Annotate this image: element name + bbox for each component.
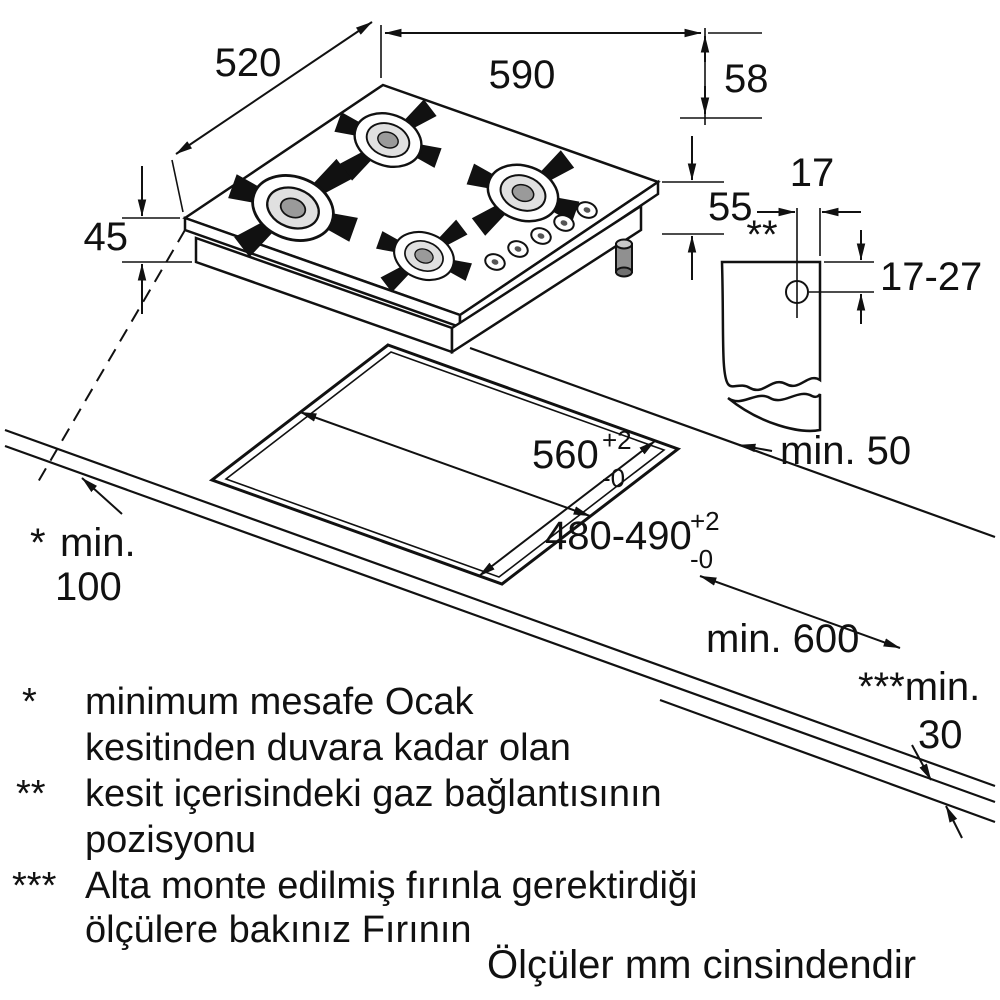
label-min-600: min. 600	[706, 617, 859, 661]
label-480-490-tol-plus: +2	[690, 506, 720, 536]
label-gas-marker: **	[746, 213, 777, 257]
units-caption: Ölçüler mm cinsindendir	[487, 943, 916, 987]
dim-480-490	[478, 440, 656, 577]
footnote-1-marker: *	[22, 681, 37, 723]
dimension-lines	[81, 21, 963, 839]
dim-55	[662, 136, 724, 280]
footnote-1-line-1: minimum mesafe Ocak	[85, 681, 475, 723]
label-wall-min: min.	[60, 521, 136, 565]
label-520: 520	[215, 41, 282, 85]
label-45: 45	[84, 215, 129, 259]
hob	[182, 73, 661, 355]
mounting-bracket-detail	[720, 208, 822, 433]
dimension-labels: 590 520 58 45 55 17 ** 17-27 min. 50 560…	[30, 41, 982, 757]
label-560-tol-minus: -0	[602, 463, 625, 493]
hob-body-front-right-face	[450, 203, 643, 355]
label-58: 58	[724, 57, 769, 101]
dim-min-30	[911, 744, 963, 839]
dim-min-100-arrow	[81, 477, 123, 515]
footnote-2-line-2: pozisyonu	[85, 819, 256, 861]
label-17: 17	[790, 151, 835, 195]
bracket-section-lower	[727, 392, 822, 433]
label-min-50: min. 50	[780, 429, 911, 473]
gas-inlet-pipe	[615, 238, 633, 278]
alignment-dashed-line	[37, 229, 186, 483]
dim-min-600	[699, 575, 901, 649]
label-17-27: 17-27	[880, 255, 982, 299]
label-wall-marker: *	[30, 521, 46, 565]
dim-min-50-arrow	[738, 443, 773, 453]
worktop-back-edge-line	[469, 346, 996, 539]
dim-45	[122, 166, 192, 314]
footnote-3-marker: ***	[12, 865, 57, 907]
label-480-490-tol-minus: -0	[690, 544, 713, 574]
label-560-tol-plus: +2	[602, 425, 632, 455]
footnote-3-line-2: ölçülere bakınız Fırının	[85, 909, 472, 951]
label-oven-min: ***min.	[858, 665, 980, 709]
worktop-front-edge-top-line	[4, 428, 996, 788]
footnote-2-line-1: kesit içerisindeki gaz bağlantısının	[85, 773, 662, 815]
dim-520	[171, 21, 373, 213]
bracket-section-upper	[720, 260, 822, 392]
footnotes: * minimum mesafe Ocak kesitinden duvara …	[12, 681, 916, 987]
label-55: 55	[708, 185, 753, 229]
worktop-front-edge-bottom-line	[4, 444, 996, 804]
dim-58	[680, 28, 762, 125]
footnote-1-line-2: kesitinden duvara kadar olan	[85, 727, 571, 769]
label-480-490: 480-490	[545, 514, 692, 558]
label-wall-value: 100	[55, 565, 122, 609]
label-590: 590	[489, 53, 556, 97]
label-560: 560	[532, 433, 599, 477]
label-oven-value: 30	[918, 713, 963, 757]
dim-17-27	[809, 230, 874, 324]
footnote-2-marker: **	[16, 773, 46, 815]
oven-clearance-line	[659, 698, 996, 824]
footnote-3-line-1: Alta monte edilmiş fırınla gerektirdiği	[85, 865, 697, 907]
dim-590	[380, 25, 702, 78]
